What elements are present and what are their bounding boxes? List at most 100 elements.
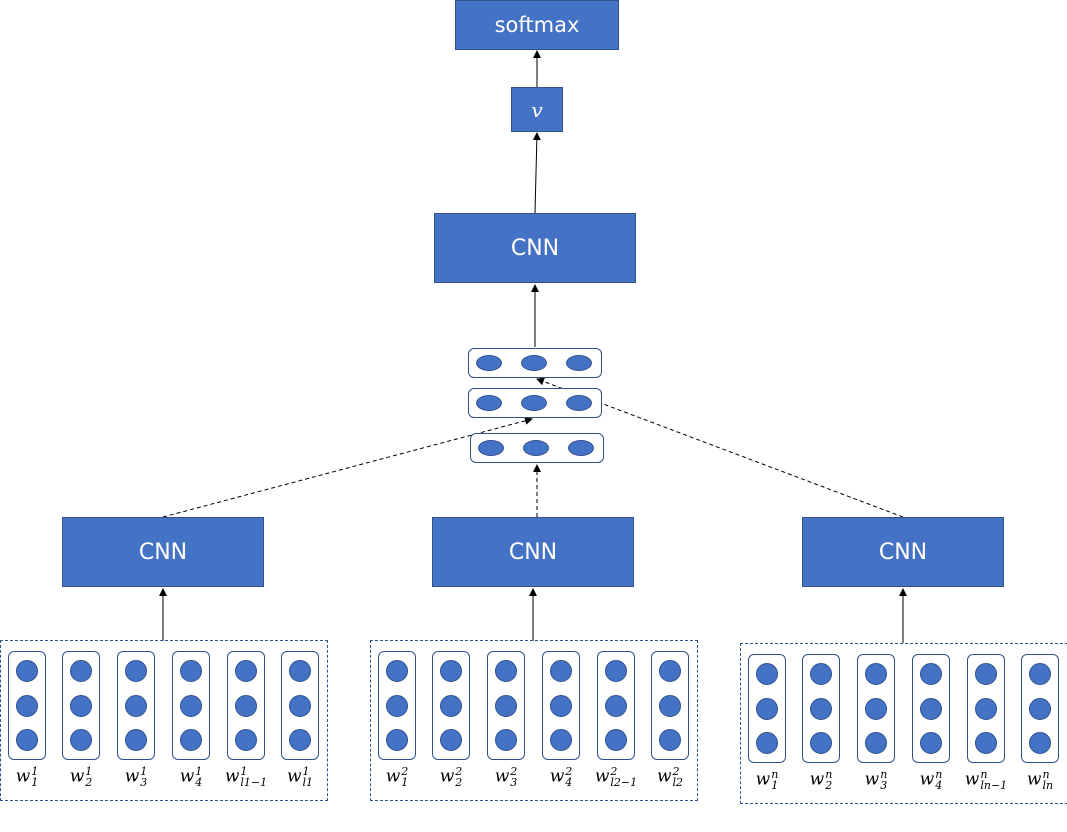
word-label-base: w xyxy=(494,766,510,787)
word-embedding-column xyxy=(8,651,46,760)
embedding-unit xyxy=(1029,663,1051,685)
embedding-unit xyxy=(235,660,257,682)
embedding-unit xyxy=(865,732,887,754)
embedding-unit xyxy=(605,660,627,682)
word-embedding-column xyxy=(802,654,840,763)
embedding-unit xyxy=(70,729,92,751)
word-embedding-column xyxy=(748,654,786,763)
embedding-unit xyxy=(16,729,38,751)
word-label-base: w xyxy=(69,766,85,787)
word-label-sub: 4 xyxy=(935,779,943,792)
word-label-sub: 3 xyxy=(880,779,888,792)
embedding-unit xyxy=(810,732,832,754)
embedding-unit xyxy=(756,663,778,685)
word-label-sup: 1 xyxy=(195,765,203,778)
word-label-sub: 2 xyxy=(455,776,463,789)
word-label-base: w xyxy=(594,766,610,787)
word-embedding-column xyxy=(912,654,950,763)
embedding-unit xyxy=(440,660,462,682)
embedding-unit xyxy=(659,660,681,682)
word-label-sup: n xyxy=(825,768,833,781)
embedding-unit xyxy=(235,695,257,717)
cnn-top-node: CNN xyxy=(434,213,636,283)
embedding-unit xyxy=(605,729,627,751)
cnn-encoder-label: CNN xyxy=(508,539,558,565)
word-embedding-column xyxy=(227,651,265,760)
word-label-sup: 2 xyxy=(610,765,618,778)
word-label-sub: 4 xyxy=(195,776,203,789)
word-label-sub: l2−1 xyxy=(610,776,638,789)
embedding-unit xyxy=(180,660,202,682)
embedding-unit xyxy=(810,663,832,685)
embedding-unit xyxy=(550,695,572,717)
word-label-sup: 2 xyxy=(672,765,680,778)
word-label-base: w xyxy=(179,766,195,787)
word-label-sup: 2 xyxy=(455,765,463,778)
embedding-unit xyxy=(920,732,942,754)
word-embedding-column xyxy=(1021,654,1059,763)
sentence-vector-row xyxy=(468,348,602,378)
embedding-unit xyxy=(16,660,38,682)
sentence-vector-row xyxy=(470,433,604,463)
word-embedding-column xyxy=(62,651,100,760)
vector-unit xyxy=(476,355,502,371)
vector-unit xyxy=(521,395,547,411)
edge-cnn-to-v xyxy=(532,132,541,214)
vector-unit xyxy=(476,395,502,411)
embedding-unit xyxy=(550,729,572,751)
word-embedding-column xyxy=(378,651,416,760)
word-label-sub: ln−1 xyxy=(980,779,1008,792)
word-label-base: w xyxy=(809,769,825,790)
vector-unit xyxy=(523,440,549,456)
word-label-base: w xyxy=(1026,769,1042,790)
embedding-unit xyxy=(659,729,681,751)
word-embedding-column xyxy=(487,651,525,760)
cnn-encoder-3: CNN xyxy=(802,517,1004,587)
embedding-unit xyxy=(289,729,311,751)
word-group-3 xyxy=(740,643,1067,804)
word-label-sub: 1 xyxy=(771,779,779,792)
embedding-unit xyxy=(125,660,147,682)
word-label-sub: l1 xyxy=(302,776,314,789)
word-label-base: w xyxy=(286,766,302,787)
cnn-encoder-label: CNN xyxy=(878,539,928,565)
embedding-unit xyxy=(386,695,408,717)
word-label-sub: 2 xyxy=(85,776,93,789)
cnn-encoder-label: CNN xyxy=(138,539,188,565)
word-embedding-column xyxy=(967,654,1005,763)
word-embedding-column xyxy=(597,651,635,760)
embedding-unit xyxy=(975,732,997,754)
word-label-base: w xyxy=(385,766,401,787)
embedding-unit xyxy=(440,695,462,717)
word-embedding-column xyxy=(651,651,689,760)
word-embedding-column xyxy=(117,651,155,760)
word-label-sub: 1 xyxy=(401,776,409,789)
word-label-sup: n xyxy=(935,768,943,781)
cnn-encoder-1: CNN xyxy=(62,517,264,587)
embedding-unit xyxy=(70,695,92,717)
word-label-sup: 2 xyxy=(401,765,409,778)
embedding-unit xyxy=(125,729,147,751)
word-label-sup: n xyxy=(980,768,988,781)
word-label-base: w xyxy=(656,766,672,787)
embedding-unit xyxy=(920,663,942,685)
embedding-unit xyxy=(756,732,778,754)
word-label-sub: l1−1 xyxy=(240,776,268,789)
embedding-unit xyxy=(605,695,627,717)
word-label-base: w xyxy=(124,766,140,787)
word-embedding-column xyxy=(542,651,580,760)
embedding-unit xyxy=(550,660,572,682)
embedding-unit xyxy=(495,660,517,682)
